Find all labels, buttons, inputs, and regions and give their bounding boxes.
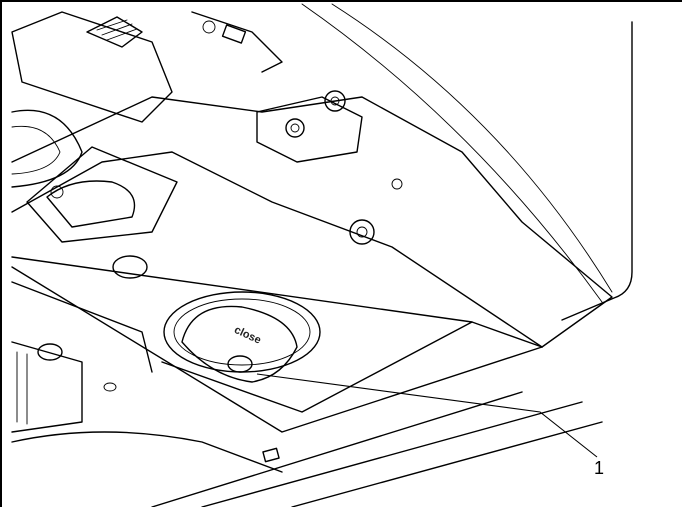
close-knob: close xyxy=(163,291,321,383)
mounting-block xyxy=(202,20,403,245)
left-latch xyxy=(26,146,178,243)
knob-engraving: close xyxy=(232,324,263,347)
plate-hole xyxy=(112,255,148,279)
callout-leader-line xyxy=(256,373,598,458)
upper-rail xyxy=(11,11,283,123)
left-dial xyxy=(11,109,83,188)
callout-label-1: 1 xyxy=(594,458,604,478)
carriage-plate xyxy=(11,96,613,433)
screw-lower xyxy=(349,219,375,245)
lower-frame xyxy=(11,281,603,507)
screw-upper xyxy=(324,90,346,112)
housing-outline xyxy=(301,3,633,321)
